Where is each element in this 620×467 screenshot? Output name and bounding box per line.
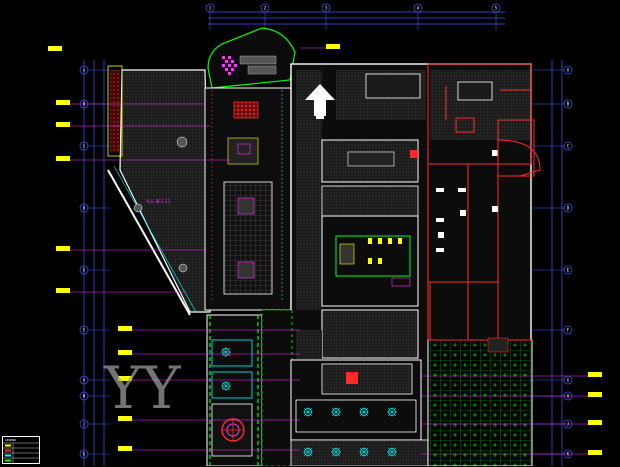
grid-bubble-top-1-label: 1 [209,5,212,10]
plan-note: YLS-RF2-13 [146,199,171,204]
legend-title: LEGEND [5,438,16,442]
grid-bubble-right-C-label: C [567,143,570,148]
grid-bubble-top-4: 4 [413,3,423,13]
left-dimension-lines [83,60,105,466]
grid-bubble-top-4-label: 4 [417,5,420,10]
grid-bubble-right-G-label: G [567,377,570,382]
lamp-symbol [303,407,313,417]
left-wedge-area [107,65,211,316]
lamp-symbol [331,447,341,457]
lamp-symbol [221,347,231,357]
grid-bubble-top-3: 3 [321,3,331,13]
central-left-strip [204,87,292,311]
main-building [290,63,532,466]
lamp-symbol [331,407,341,417]
legend-box: LEGEND [2,436,40,464]
lamp-symbol [387,407,397,417]
grid-bubble-top-5-label: 5 [495,5,498,10]
grid-bubble-right-F: F [563,325,573,335]
grid-bubble-top-5: 5 [491,3,501,13]
grid-bubble-right-A-label: A [567,67,570,72]
lower-left-bays [206,309,293,466]
grid-bubble-right-C: C [563,141,573,151]
grid-axes-top: 1 2 3 4 5 [205,3,501,30]
legend-rows: LEGEND [3,438,39,463]
grid-bubble-right-G: G [563,375,573,385]
left-leaders [70,103,300,451]
green-grid-area [427,337,533,466]
grid-bubble-right-E: E [563,265,573,275]
grid-bubble-right-D-label: D [567,205,570,210]
lamp-symbol [303,447,313,457]
grid-bubble-right-F-label: F [567,327,570,332]
right-leaders [420,375,590,455]
lamp-symbol [221,381,231,391]
restroom-fixtures [339,238,411,287]
right-tags [326,44,602,455]
ceiling-lamps [221,347,397,457]
lamp-symbol [359,407,369,417]
grid-bubble-top-2-label: 2 [264,5,267,10]
lamp-symbol [359,447,369,457]
grid-bubble-top-1: 1 [205,3,215,13]
lower-rooms [290,359,432,466]
curved-canopy [207,27,296,89]
right-dimension-lines [551,60,563,466]
top-dimension-chain [208,11,505,25]
lamp-symbol [387,447,397,457]
left-tags [48,46,132,451]
watermark: YY [103,354,181,422]
grid-bubble-top-3-label: 3 [325,5,328,10]
grid-bubble-right-B: B [563,99,573,109]
right-fixtures [410,150,498,252]
grid-bubble-top-2: 2 [260,3,270,13]
grid-bubble-right-A: A [563,65,573,75]
grid-bubble-right-D: D [563,203,573,213]
grid-bubble-right-B-label: B [567,101,570,106]
grid-bubble-right-E-label: E [567,267,570,272]
